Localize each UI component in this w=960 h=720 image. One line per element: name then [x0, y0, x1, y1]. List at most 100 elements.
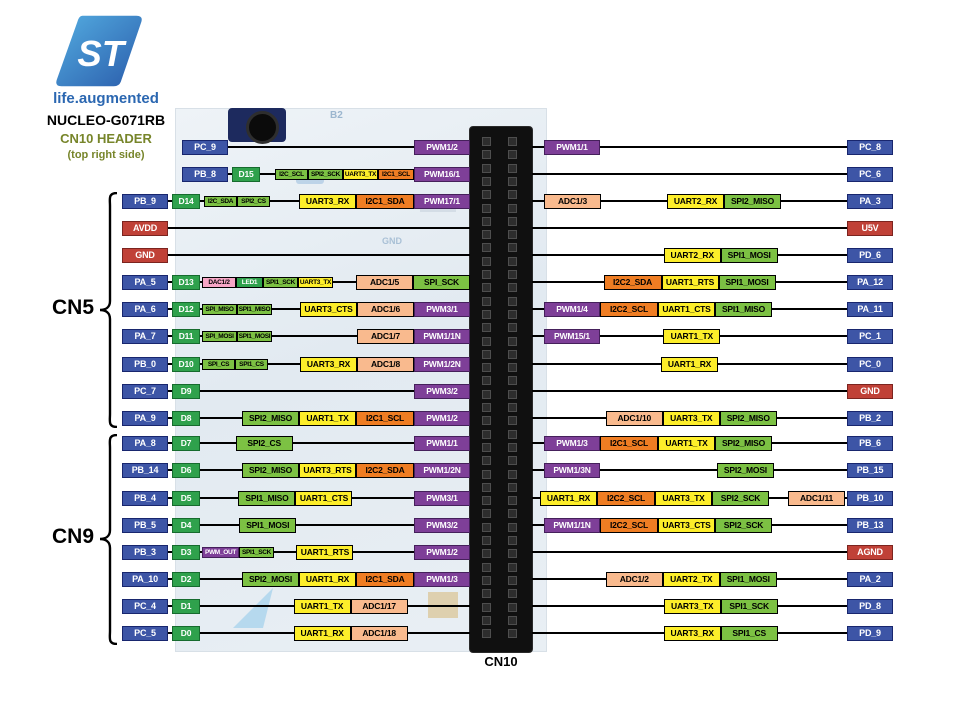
header-pin: [482, 190, 491, 200]
spi-function-label: SPI2_MOSI: [242, 571, 299, 587]
arduino-pin-label: D1: [172, 598, 200, 614]
header-pin: [508, 270, 517, 279]
board-button-cap: [246, 111, 279, 144]
arduino-pin-label: D7: [172, 435, 200, 451]
pwm-function-label: PWM1/1N: [414, 328, 470, 344]
uart-function-label: UART1_RX: [299, 571, 356, 587]
pwm-function-label: PWM3/2: [414, 517, 470, 533]
header-pin: [508, 602, 517, 612]
pin-row-right-10: GND: [532, 383, 893, 399]
pwm-function-label: PWM1/2: [414, 410, 470, 426]
spi-function-label: SPI_CS: [202, 358, 235, 370]
uart-function-label: UART3_CTS: [300, 301, 357, 317]
header-pin: [508, 137, 517, 146]
header-pin: [482, 602, 491, 612]
header-pin: [508, 376, 517, 386]
spi-function-label: SPI2_SCK: [308, 168, 343, 180]
pwm-function-label: PWM3/1: [414, 490, 470, 506]
st-logo-text: ST: [77, 33, 126, 74]
pin-label: PB_4: [122, 490, 168, 506]
cn10-label: CN10: [484, 654, 518, 669]
cn9-bracket: [99, 434, 118, 645]
power-pin-label: AGND: [847, 544, 893, 560]
header-pin: [508, 496, 517, 506]
pin-label: PB_0: [122, 356, 168, 372]
spi-function-label: SPI2_MISO: [242, 462, 299, 478]
header-pin: [482, 416, 491, 426]
header-pin: [482, 522, 491, 532]
spi-function-label: SPI2_MISO: [242, 410, 299, 426]
i2c-function-label: I2C2_SDA: [356, 462, 414, 478]
header-pin: [508, 203, 517, 213]
header-pin: [482, 230, 491, 240]
pin-label: PD_8: [847, 598, 893, 614]
header-pin: [508, 230, 517, 240]
spi-function-label: SPI1_MOSI: [719, 571, 777, 587]
arduino-pin-label: D10: [172, 356, 200, 372]
uart-function-label: UART3_CTS: [658, 517, 715, 533]
i2c-function-label: I2C2_SCL: [600, 517, 658, 533]
i2c-function-label: I2C1_SCL: [600, 435, 658, 451]
header-pin: [482, 615, 491, 625]
i2c-function-label: I2C1_SDA: [356, 193, 414, 209]
uart-function-label: UART3_TX: [655, 490, 712, 506]
pin-label: PC_5: [122, 625, 168, 641]
pwm-function-label: PWM1/3: [414, 571, 470, 587]
adc-function-label: ADC1/6: [357, 301, 414, 317]
pwm-function-label: PWM1/2N: [414, 462, 470, 478]
arduino-pin-label: D12: [172, 301, 200, 317]
arduino-pin-label: D13: [172, 274, 200, 290]
uart-function-label: UART3_TX: [343, 168, 378, 180]
spi-function-label: SPI1_MOSI: [239, 517, 297, 533]
spi-function-label: SPI1_SCK: [720, 598, 778, 614]
arduino-pin-label: D9: [172, 383, 200, 399]
spi-function-label: SPI2_CS: [235, 435, 293, 451]
pwm-function-label: PWM1/3N: [544, 462, 600, 478]
header-pin: [482, 243, 491, 253]
dac-function-label: DAC1/2: [202, 276, 236, 288]
pin-label: PB_15: [847, 462, 893, 478]
i2c-function-label: I2C1_SCL: [378, 168, 414, 180]
spi-function-label: SPI2_MISO: [719, 410, 777, 426]
header-pin: [482, 403, 491, 412]
pwm-function-label: PWM1/1N: [544, 517, 600, 533]
spi-function-label: SPI1_CS: [720, 625, 778, 641]
pin-label: PB_6: [847, 435, 893, 451]
header-pin: [508, 403, 517, 412]
arduino-pin-label: D14: [172, 193, 200, 209]
pin-row-left-4: AVDD: [122, 220, 470, 236]
spi-function-label: SPI1_MOSI: [718, 274, 776, 290]
pin-label: PC_1: [847, 328, 893, 344]
pin-label: PA_12: [847, 274, 893, 290]
header-pin: [482, 469, 491, 479]
spi-function-label: I2C_SDA: [204, 195, 237, 207]
pin-label: PA_7: [122, 328, 168, 344]
header-pin: [508, 363, 517, 373]
spi-function-label: SPI2_SCK: [712, 490, 769, 506]
pwm-function-label: PWM1/2: [414, 544, 470, 560]
silkscreen-b2: B2: [330, 110, 343, 121]
pwm-function-label: PWM_OUT: [202, 546, 239, 558]
header-pin: [508, 562, 517, 572]
uart-function-label: UART1_CTS: [658, 301, 715, 317]
header-pin: [482, 216, 491, 226]
spi-function-label: SPI1_SCK: [263, 276, 298, 288]
pin-label: PA_9: [122, 410, 168, 426]
arduino-pin-label: D5: [172, 490, 200, 506]
header-pin: [508, 349, 517, 359]
header-pin: [482, 496, 491, 506]
header-pin: [482, 336, 491, 346]
spi-function-label: SPI_MISO: [202, 303, 237, 315]
arduino-pin-label: D15: [232, 166, 260, 182]
uart-function-label: UART3_RX: [299, 193, 356, 209]
header-pin: [482, 323, 491, 333]
uart-function-label: UART1_TX: [293, 598, 351, 614]
